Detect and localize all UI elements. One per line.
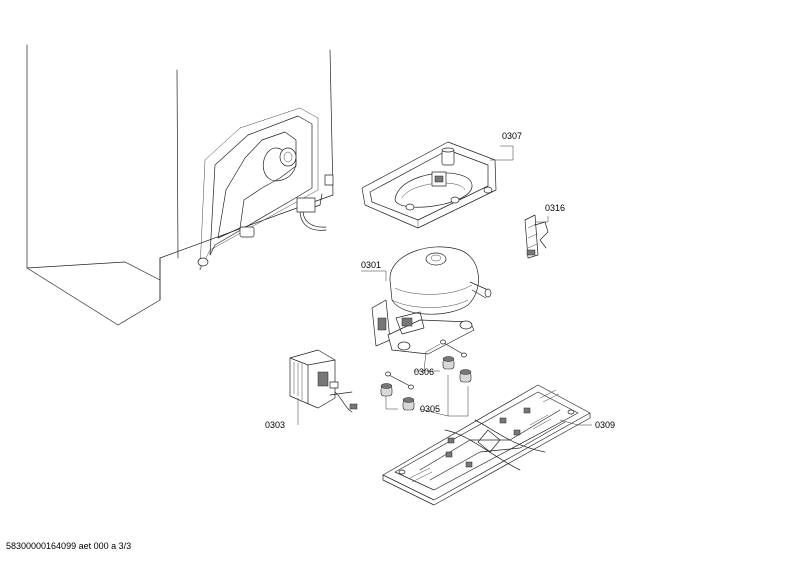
base-plate bbox=[382, 384, 591, 506]
rubber-grommets bbox=[380, 356, 472, 411]
part-label-0309: 0309 bbox=[595, 420, 615, 430]
part-label-0303: 0303 bbox=[265, 420, 285, 430]
leader-lines bbox=[297, 145, 592, 426]
control-box bbox=[289, 349, 358, 413]
relay-connector bbox=[524, 214, 549, 259]
compressor-tray bbox=[361, 141, 497, 229]
part-label-0306: 0306 bbox=[414, 367, 434, 377]
compressor bbox=[371, 246, 492, 355]
part-label-0305: 0305 bbox=[420, 404, 440, 414]
mounting-clips bbox=[385, 339, 467, 390]
part-label-0307: 0307 bbox=[502, 131, 522, 141]
document-footer: 58300000164099 aet 000 a 3/3 bbox=[6, 541, 132, 551]
part-label-0316: 0316 bbox=[545, 203, 565, 213]
part-label-0301: 0301 bbox=[361, 260, 381, 270]
cabinet-body bbox=[26, 44, 334, 326]
